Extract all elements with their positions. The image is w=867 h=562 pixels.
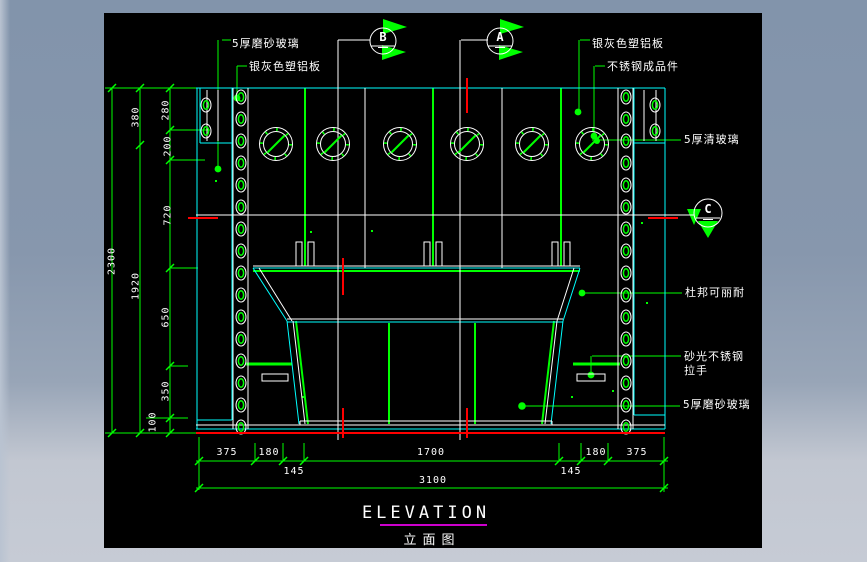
fastener-ovals: [200, 89, 661, 435]
dim-720: 720: [162, 204, 174, 226]
annotation-alu-panel-left: 银灰色塑铝板: [249, 60, 321, 73]
dim-1700: 1700: [416, 447, 446, 458]
dim-180-right: 180: [585, 447, 607, 458]
dim-180-left: 180: [258, 447, 280, 458]
annotation-clear-glass: 5厚清玻璃: [684, 133, 740, 146]
dim-375-right: 375: [626, 447, 648, 458]
section-marker-b: B: [379, 30, 387, 44]
dim-280: 280: [160, 99, 172, 121]
annotation-frosted-glass-left: 5厚磨砂玻璃: [232, 37, 300, 50]
dim-350: 350: [160, 380, 172, 402]
dim-650: 650: [160, 306, 172, 328]
dim-145-right: 145: [560, 466, 582, 477]
dim-1920: 1920: [130, 271, 142, 301]
detail-lines: [196, 27, 723, 440]
window-edge-highlight: [0, 0, 10, 562]
annotation-alu-panel-right: 银灰色塑铝板: [592, 37, 664, 50]
annotation-handle-line2: 拉手: [684, 364, 708, 377]
porthole-windows: [259, 127, 609, 161]
annotation-frosted-glass-right: 5厚磨砂玻璃: [683, 398, 751, 411]
dim-145-left: 145: [283, 466, 305, 477]
dim-2300-total: 2300: [106, 246, 118, 276]
annotation-stainless-part: 不锈钢成品件: [607, 60, 679, 73]
section-marker-c: C: [704, 202, 712, 216]
dim-100: 100: [147, 411, 159, 433]
axis-marks: [188, 78, 678, 438]
panel-outlines: [196, 87, 666, 430]
dim-380: 380: [130, 106, 142, 128]
section-marker-arrows: [382, 19, 718, 238]
annotation-corian: 杜邦可丽耐: [685, 286, 745, 299]
drawing-title-cn: 立面图: [403, 533, 461, 548]
leader-dots: [214, 94, 648, 410]
section-marker-a: A: [496, 30, 504, 44]
dim-375-left: 375: [216, 447, 238, 458]
dim-200: 200: [162, 135, 174, 157]
annotation-handle-line1: 砂光不锈钢: [684, 350, 744, 363]
drawing-title: ELEVATION: [361, 503, 491, 523]
dim-3100-total: 3100: [418, 475, 448, 486]
